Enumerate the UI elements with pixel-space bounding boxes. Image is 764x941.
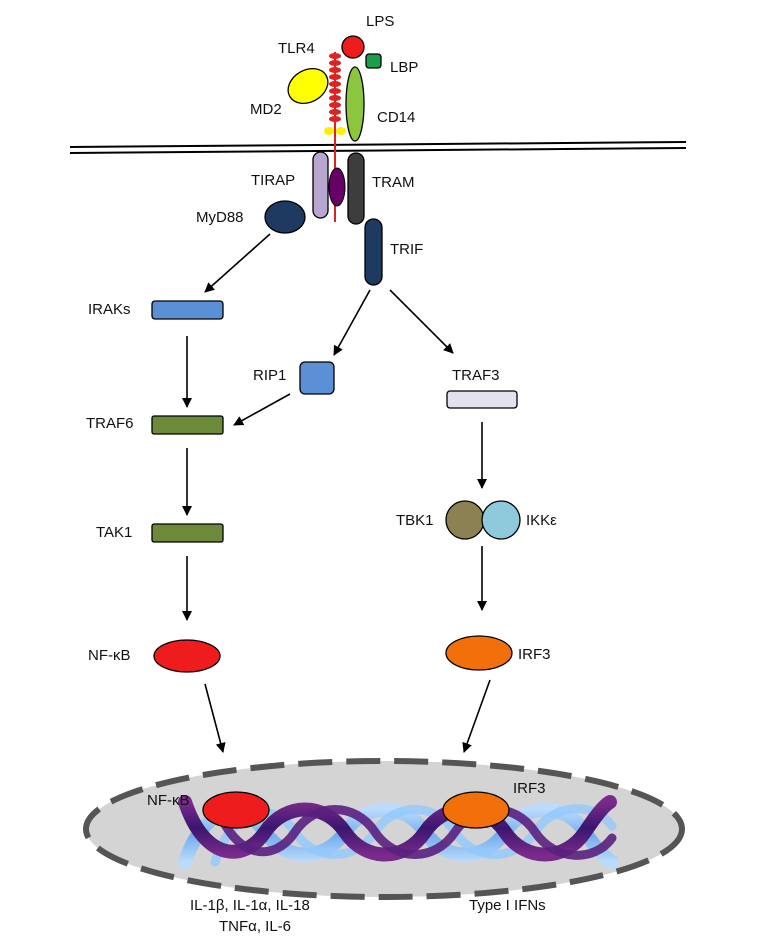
nucleus-nfkb-shape [202,791,270,829]
cell-membrane [69,141,687,154]
irf3-label: IRF3 [518,646,551,663]
nfkb-label: NF-κB [88,647,131,664]
nfkb-output-line-2: TNFα, IL-6 [219,918,291,935]
iraks-label: IRAKs [88,301,131,318]
dna-helix [178,795,619,869]
md2-label: MD2 [250,101,282,118]
irf3-output: Type I IFNs [469,897,546,914]
myd88-shape [264,200,306,234]
nucleus-irf3-label: IRF3 [513,780,546,797]
myd88-label: MyD88 [196,209,244,226]
tbk1-shape [445,500,485,540]
traf6-shape [151,415,224,435]
traf3-label: TRAF3 [452,367,500,384]
nuclear-envelope [83,758,685,900]
ikke-shape [481,500,521,540]
tak1-shape [151,523,224,543]
arrow-trif-rip1 [333,289,371,356]
tlr4-juxtamembrane [324,127,346,135]
tirap-shape [312,151,329,219]
dna-front-strand [178,795,617,862]
trif-shape [364,218,383,286]
nfkb-shape [153,639,221,673]
tlr4-ectodomain [329,53,341,122]
arrow-irf3-nucleus [462,679,491,753]
traf3-shape [446,390,518,409]
cd14-label: CD14 [377,109,415,126]
receptor-complex [264,35,383,286]
rip1-shape [299,361,335,395]
arrow-nfkb-nucleus [204,683,226,753]
tlr4-label: TLR4 [278,40,315,57]
tirap-label: TIRAP [251,172,295,189]
nucleus-nfkb-label: NF-κB [147,792,190,809]
traf6-label: TRAF6 [86,415,134,432]
arrow-myd88-iraks [204,233,271,293]
lbp-label: LBP [390,59,418,76]
ikke-label: IKKε [526,512,557,529]
cd14-shape [345,66,365,142]
lps-label: LPS [366,13,394,30]
tram-label: TRAM [372,174,415,191]
rip1-label: RIP1 [253,367,286,384]
tbk1-label: TBK1 [396,512,434,529]
arrows [182,233,491,753]
arrow-trif-traf3 [389,289,454,354]
tlr4-tir-domain [328,167,346,207]
iraks-shape [151,300,224,320]
irf3-shape [445,635,513,671]
trif-label: TRIF [390,241,423,258]
tak1-label: TAK1 [96,524,132,541]
dna-front-strand-2 [210,797,617,860]
nfkb-output-line-1: IL-1β, IL-1α, IL-18 [190,897,310,914]
lps-shape [341,35,365,59]
nucleus-irf3-shape [442,791,510,829]
md2-shape [287,67,329,105]
tram-shape [347,152,365,225]
lbp-shape [365,53,382,69]
arrow-rip1-traf6 [233,393,291,426]
